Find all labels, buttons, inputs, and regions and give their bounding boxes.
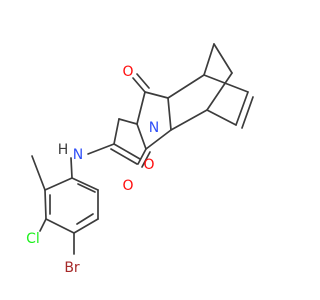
bond-n-c1 — [136, 91, 146, 125]
bond-nh-ar1 — [70, 157, 73, 179]
bond-ar4-ar5 — [45, 218, 75, 234]
bond-c8-c6 — [206, 109, 237, 126]
oxygen-bottom-label: O — [122, 178, 133, 194]
chlorine-label: Cl — [26, 231, 40, 247]
bond-ar-inner-1 — [77, 183, 96, 193]
bond-c4-o-bottom-a — [137, 148, 147, 165]
molecule-diagram: O O O N N H Cl Br — [26, 43, 254, 276]
structure-svg: O O O N N H Cl Br — [26, 43, 254, 276]
bond-n-ch2 — [118, 118, 138, 125]
bond-ar6-methyl — [31, 155, 46, 191]
oxygen-top-label: O — [122, 64, 133, 80]
bond-camide-n — [87, 143, 115, 155]
bond-c5-c7 — [203, 74, 249, 93]
bond-c1-c2 — [144, 91, 169, 99]
bond-c2-c3 — [167, 97, 172, 131]
bond-ar3-ar4 — [73, 218, 99, 234]
bond-c7-c8-a — [235, 91, 249, 126]
bond-c4-n — [136, 123, 147, 150]
bond-c3-c4 — [145, 129, 172, 150]
bond-ch2-camide — [113, 118, 120, 145]
bond-c1-o-top-a — [132, 77, 146, 93]
bond-ar1-ar2 — [71, 177, 99, 191]
bond-c7-c8-b — [241, 96, 254, 129]
bond-c3-c6 — [170, 109, 208, 131]
hydrogen-amide-label: H — [58, 142, 69, 158]
bond-lines — [31, 43, 254, 255]
bond-camide-o-b — [110, 148, 138, 165]
bond-ar5-cl — [39, 218, 47, 232]
nitrogen-amide-label: N — [73, 147, 83, 163]
bond-c1-o-top-b — [136, 73, 150, 89]
bond-bridge-c9 — [213, 43, 233, 74]
bond-c5-bridge — [203, 43, 215, 76]
bond-c4-o-bottom-b — [141, 151, 151, 168]
bond-ar6-ar1 — [44, 177, 73, 191]
bond-ar5-ar6 — [44, 189, 47, 220]
bond-c6-c8 — [206, 72, 233, 111]
bond-ar-inner-2 — [76, 213, 94, 225]
atom-labels: O O O N N H Cl Br — [26, 64, 159, 276]
oxygen-amide-label: O — [143, 157, 154, 173]
bond-c2-c5 — [167, 74, 205, 99]
bromine-label: Br — [64, 260, 80, 276]
bond-camide-o-a — [113, 143, 141, 160]
nitrogen-imide-label: N — [149, 120, 159, 136]
